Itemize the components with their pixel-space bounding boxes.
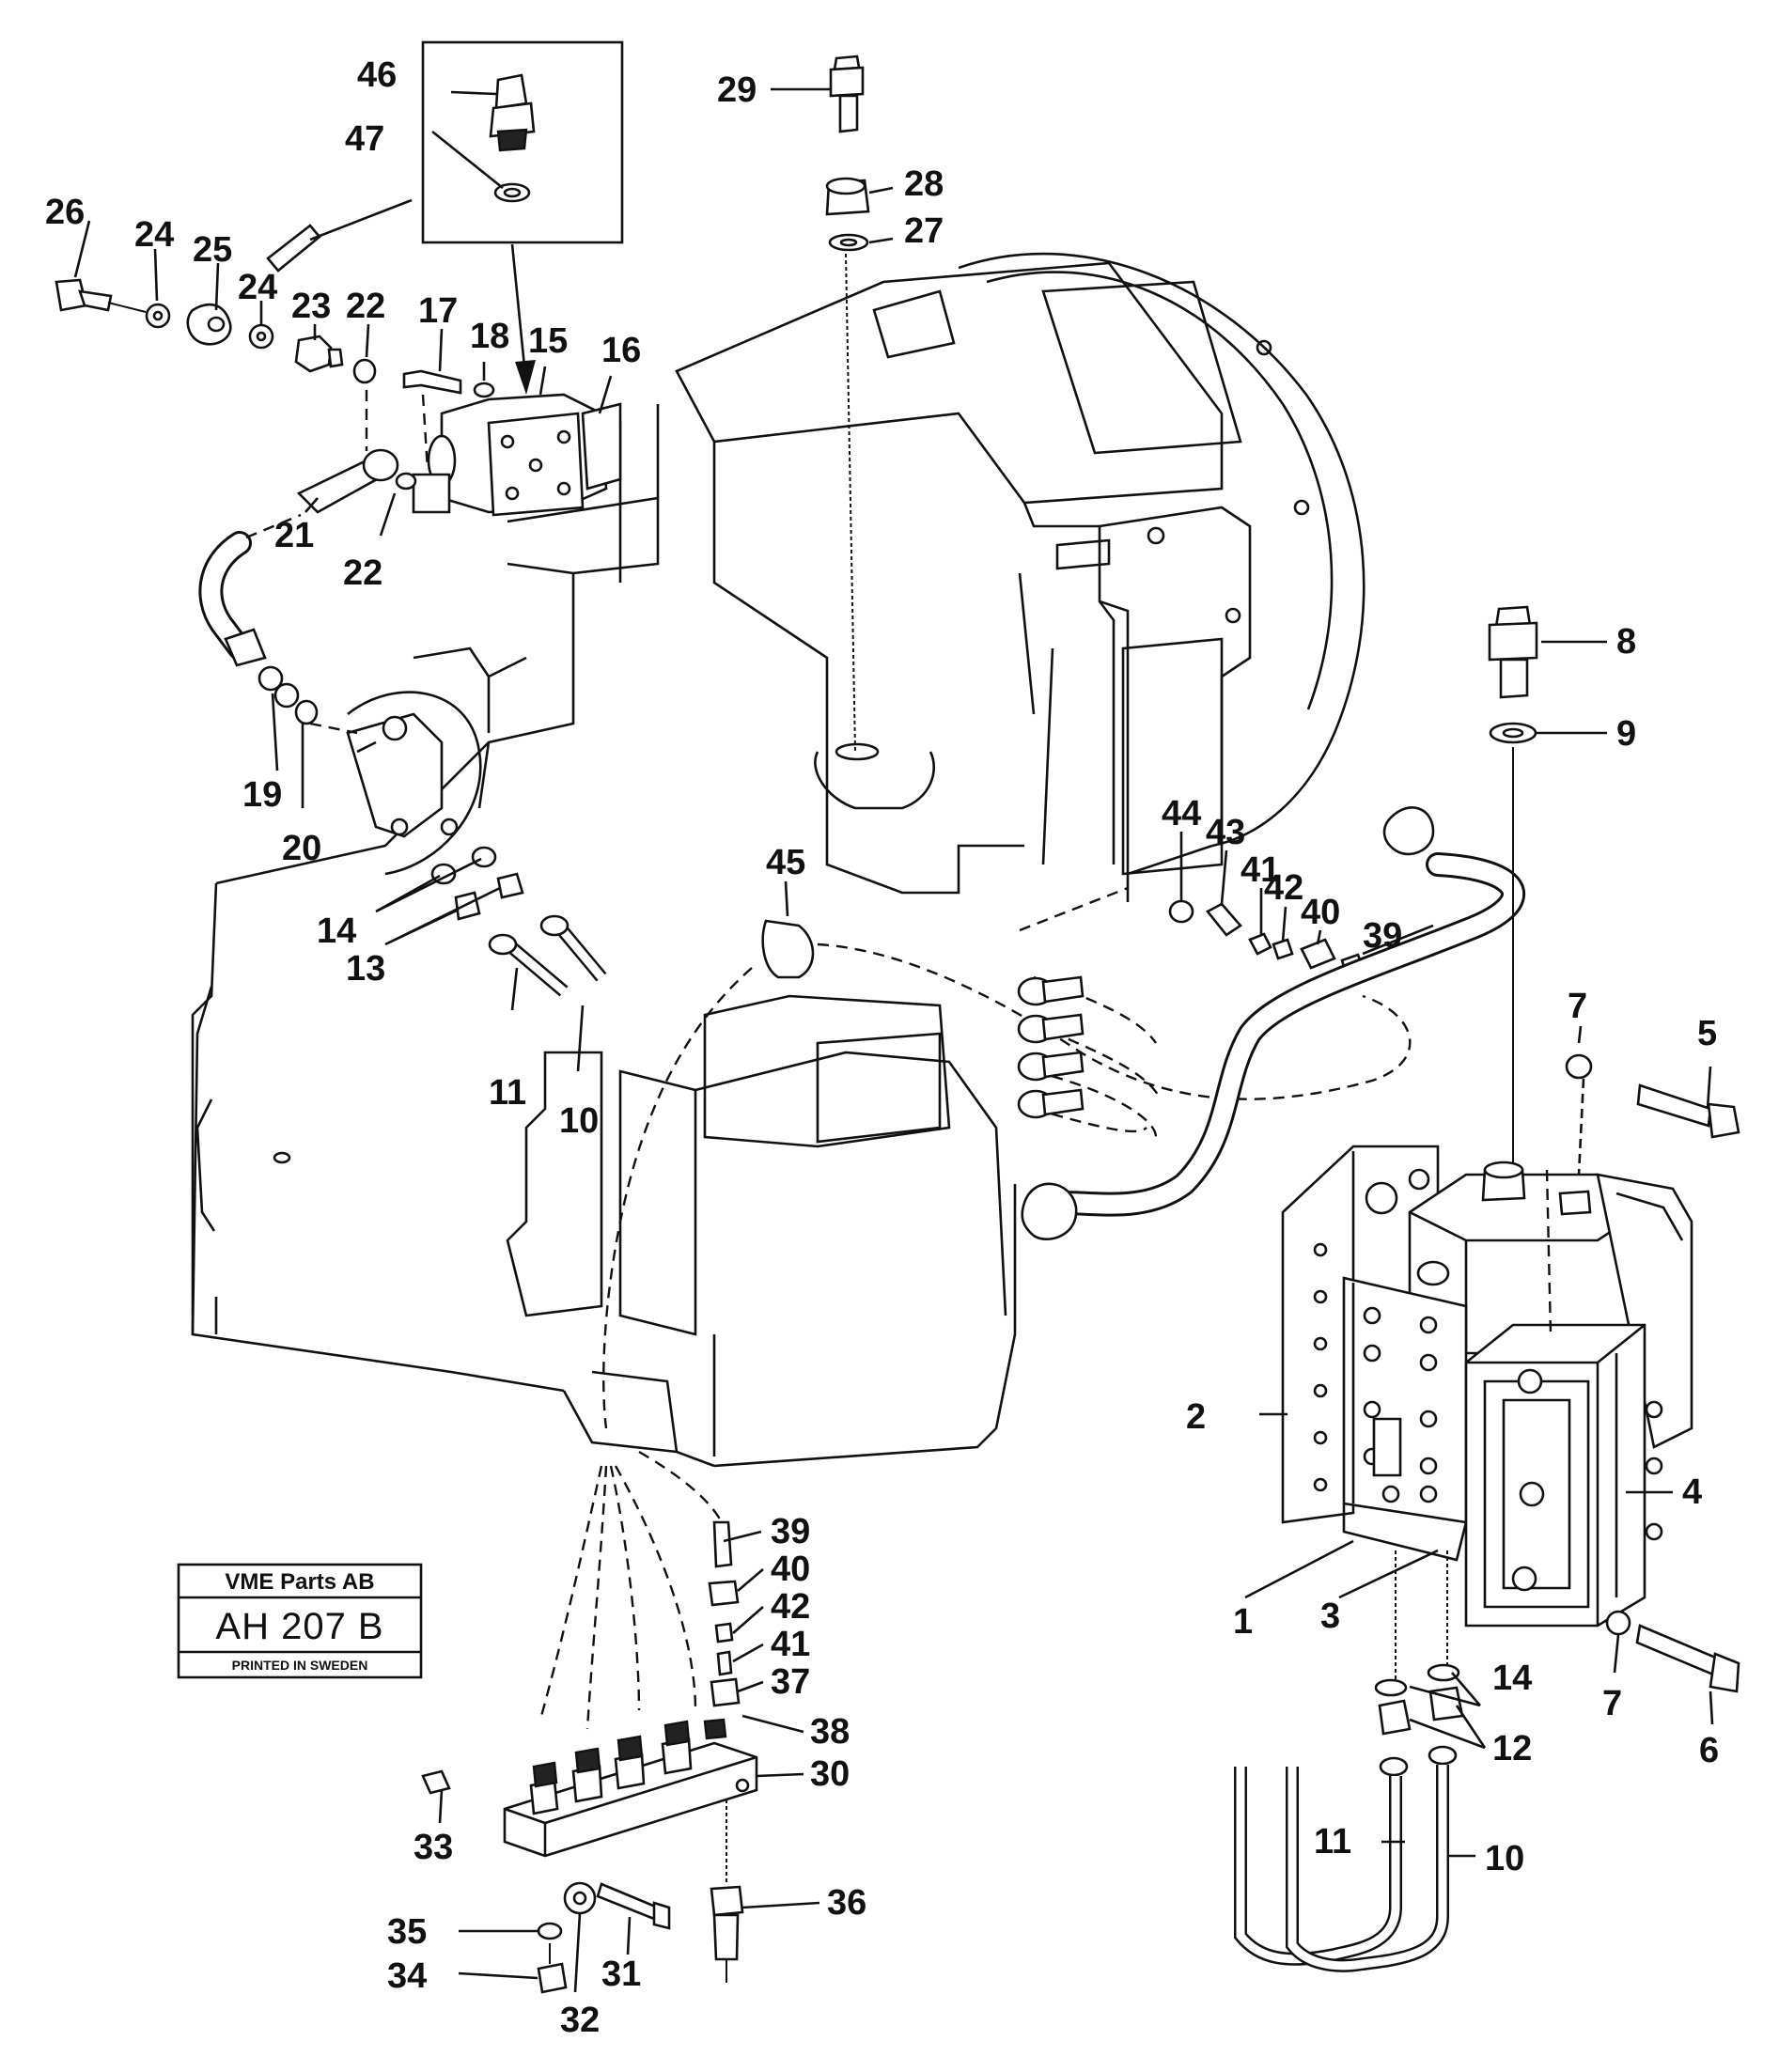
label-9: 9 (1616, 714, 1636, 754)
label-15: 15 (528, 321, 568, 361)
label-22b: 22 (343, 553, 382, 593)
label-38: 38 (810, 1712, 850, 1752)
label-21: 21 (274, 516, 314, 555)
label-28: 28 (904, 164, 944, 204)
transmission-housing (191, 252, 1365, 1468)
label-22a: 22 (346, 287, 385, 326)
label-37: 37 (771, 1662, 810, 1702)
label-10b: 10 (1485, 1839, 1524, 1878)
label-24a: 24 (134, 215, 174, 255)
label-40a: 40 (1301, 893, 1340, 932)
label-1: 1 (1233, 1602, 1253, 1642)
label-10a: 10 (559, 1101, 599, 1141)
label-41a: 41 (1241, 850, 1280, 890)
label-41b: 41 (771, 1625, 810, 1664)
label-20: 20 (282, 829, 321, 868)
label-18: 18 (470, 317, 509, 356)
label-8: 8 (1616, 622, 1636, 662)
label-46: 46 (357, 55, 397, 95)
label-14a: 14 (317, 911, 356, 951)
label-23: 23 (291, 287, 331, 326)
label-29: 29 (717, 70, 757, 110)
label-32: 32 (560, 2001, 600, 2040)
label-27: 27 (904, 211, 944, 251)
label-42a: 42 (1264, 868, 1303, 908)
label-11b: 11 (1314, 1822, 1351, 1862)
label-35: 35 (387, 1912, 427, 1952)
label-4: 4 (1682, 1472, 1702, 1512)
label-40b: 40 (771, 1550, 810, 1589)
label-47: 47 (345, 119, 384, 159)
label-5: 5 (1697, 1014, 1717, 1053)
label-34: 34 (387, 1956, 427, 1996)
oil-cooler-assembly (1234, 1053, 1740, 1972)
label-42b: 42 (771, 1587, 810, 1627)
leader-lines (73, 220, 1714, 1993)
label-39b: 39 (771, 1512, 810, 1551)
label-36: 36 (827, 1883, 866, 1923)
stamp-company-name: VME Parts AB (225, 1569, 374, 1595)
label-7a: 7 (1568, 987, 1587, 1026)
label-2: 2 (1186, 1397, 1206, 1437)
label-31: 31 (601, 1955, 641, 1994)
label-11a: 11 (489, 1073, 526, 1113)
stamp-printed-in: PRINTED IN SWEDEN (232, 1658, 368, 1673)
label-39a: 39 (1363, 916, 1402, 956)
label-17: 17 (418, 291, 458, 331)
label-6: 6 (1699, 1731, 1719, 1770)
label-13: 13 (346, 949, 385, 989)
detail-inset-46-47 (421, 40, 624, 395)
label-25: 25 (193, 230, 232, 270)
label-19: 19 (242, 775, 282, 815)
label-3: 3 (1320, 1597, 1340, 1636)
sensor-8-9 (1488, 605, 1607, 1175)
label-14b: 14 (1492, 1659, 1532, 1698)
hose-clip-and-lines (538, 806, 1525, 1730)
label-16: 16 (601, 331, 641, 370)
label-43: 43 (1206, 813, 1245, 852)
label-30: 30 (810, 1754, 850, 1794)
part-number-labels: 46 47 26 24 25 24 23 22 17 18 15 16 21 2… (45, 55, 1719, 2040)
label-7b: 7 (1602, 1684, 1622, 1723)
sensor-29-28-27 (771, 55, 894, 753)
label-33: 33 (414, 1828, 453, 1867)
vme-parts-stamp: VME Parts AB AH 207 B PRINTED IN SWEDEN (177, 1563, 423, 1679)
label-24b: 24 (238, 268, 277, 307)
label-45: 45 (766, 843, 805, 882)
label-12: 12 (1492, 1729, 1532, 1768)
control-valve-assembly (55, 198, 622, 997)
stamp-drawing-code: AH 207 B (215, 1606, 383, 1647)
distribution-block (421, 1520, 758, 1994)
label-44: 44 (1162, 794, 1201, 833)
label-26: 26 (45, 193, 85, 232)
